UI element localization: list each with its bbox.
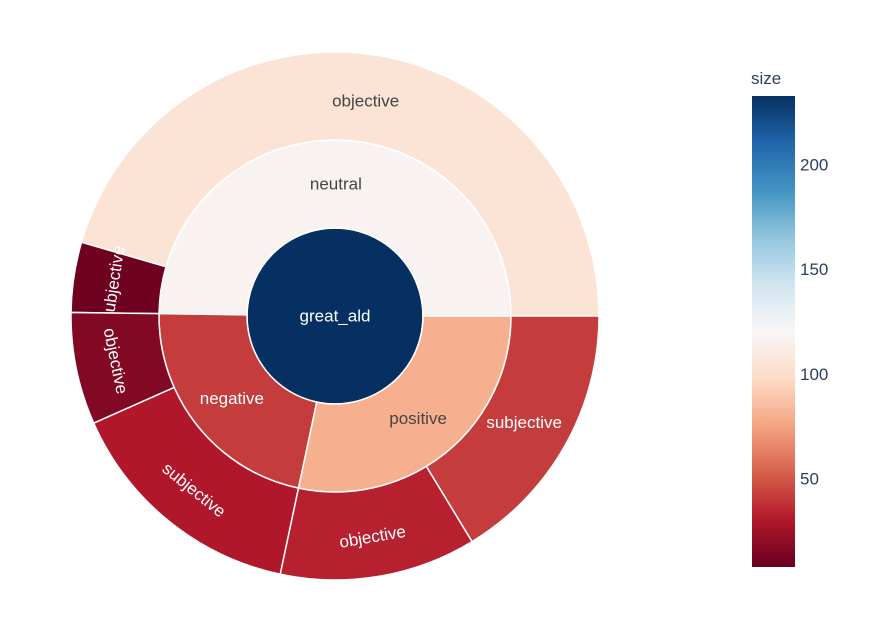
colorbar-gradient xyxy=(752,96,795,567)
sunburst-plot: great_ald neutral objective subjective negat… xyxy=(70,51,600,581)
sunburst-label-positive: positive xyxy=(389,409,447,428)
sunburst-segment-positive-subjective[interactable] xyxy=(425,315,600,543)
sunburst-label-neutral-objective: objective xyxy=(332,92,399,111)
sunburst-segment-neutral-objective[interactable] xyxy=(80,51,600,317)
colorbar-ticks: 50 100 150 200 xyxy=(800,156,828,489)
colorbar-title: size xyxy=(751,69,781,88)
colorbar-tick-label: 150 xyxy=(800,260,828,279)
colorbar-tick-label: 50 xyxy=(800,470,819,489)
colorbar-tick-label: 200 xyxy=(800,156,828,175)
colorbar: size 50 100 150 200 xyxy=(751,69,828,567)
sunburst-label-neutral: neutral xyxy=(310,175,362,194)
sunburst-label-negative: negative xyxy=(200,389,264,408)
colorbar-tick-label: 100 xyxy=(800,365,828,384)
sunburst-root-label: great_ald xyxy=(300,307,371,326)
sunburst-label-positive-subjective: subjective xyxy=(486,413,562,432)
